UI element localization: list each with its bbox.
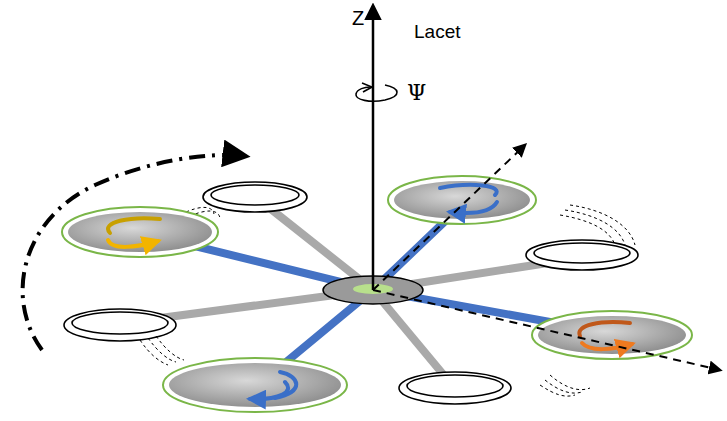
yaw-symbol-head: [362, 83, 372, 92]
rotation-name: Lacet: [414, 22, 460, 41]
body-axis: [373, 145, 525, 290]
body-axis: [373, 290, 720, 370]
rotor-direction-arrows: [108, 185, 632, 399]
yaw-symbol: [356, 85, 397, 101]
idle-propellers: [64, 182, 638, 404]
z-axis: [372, 6, 375, 290]
axis-label: Z: [352, 8, 364, 28]
angle-symbol: Ψ: [407, 82, 426, 104]
active-propellers: [62, 176, 692, 412]
